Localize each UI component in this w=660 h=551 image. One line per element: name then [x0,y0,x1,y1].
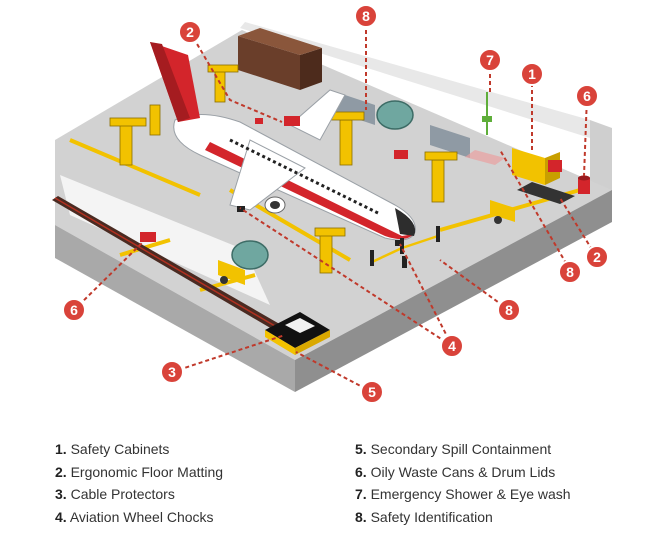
legend-item: 6. Oily Waste Cans & Drum Lids [355,461,571,484]
marker-8-top: 8 [354,4,378,28]
marker-7: 7 [478,48,502,72]
aircraft [150,42,416,241]
svg-text:8: 8 [566,264,574,280]
legend-number: 2. [55,463,67,480]
floor-side-right [295,190,612,392]
legend-item: 5. Secondary Spill Containment [355,438,571,461]
legend-number: 4. [55,508,67,525]
ground-vehicles [218,200,515,285]
legend-item: 1. Safety Cabinets [55,438,223,461]
svg-text:5: 5 [368,384,376,400]
legend-item: 4. Aviation Wheel Chocks [55,506,223,529]
red-equipment [140,116,408,242]
back-wall-left [240,22,590,138]
legend-label: Safety Identification [370,508,493,525]
legend-item: 8. Safety Identification [355,506,571,529]
marker-1: 1 [520,62,544,86]
maintenance-lift-arms [109,64,458,274]
wheel-chocks [237,206,403,246]
svg-text:2: 2 [593,249,601,265]
svg-text:4: 4 [448,338,456,354]
svg-text:7: 7 [486,52,494,68]
legend-number: 5. [355,441,367,457]
marker-5: 5 [360,380,384,404]
legend-label: Aviation Wheel Chocks [69,508,214,525]
svg-text:3: 3 [168,364,176,380]
legend-label: Secondary Spill Containment [370,441,552,457]
marker-8-right: 8 [558,260,582,284]
legend-number: 3. [55,486,67,502]
leader-lines [73,16,597,393]
hangar-illustration: 1 2 2 3 4 5 6 6 7 8 8 8 [52,4,612,404]
legend-label: Ergonomic Floor Matting [70,463,224,480]
svg-text:6: 6 [583,88,591,104]
marker-6-right: 6 [575,84,599,108]
floor-matting [517,182,575,204]
legend-number: 6. [355,463,367,480]
legend-number: 8. [355,508,367,525]
marker-2-lower: 2 [585,245,609,269]
legend-number: 7. [355,486,367,502]
legend-item: 2. Ergonomic Floor Matting [55,461,223,484]
legend-column-right: 5. Secondary Spill Containment 6. Oily W… [355,438,571,528]
safety-cabinets [512,148,562,185]
svg-text:1: 1 [528,66,536,82]
svg-text:2: 2 [186,24,194,40]
svg-text:8: 8 [505,302,513,318]
svg-text:8: 8 [362,8,370,24]
oily-waste-can [578,175,590,194]
marker-2-upper: 2 [178,20,202,44]
emergency-shower [465,92,505,165]
marker-4: 4 [440,334,464,358]
safety-barrier [370,226,440,268]
spill-containment-pallet [265,312,330,355]
marker-3: 3 [160,360,184,384]
marker-6-left: 6 [62,298,86,322]
legend-label: Emergency Shower & Eye wash [370,486,571,502]
legend-column-left: 1. Safety Cabinets 2. Ergonomic Floor Ma… [55,438,223,528]
svg-text:6: 6 [70,302,78,318]
marker-8-bottom: 8 [497,298,521,322]
legend-number: 1. [55,441,67,457]
floor-side-front [55,225,295,392]
legend-label: Oily Waste Cans & Drum Lids [370,463,556,480]
legend-item: 7. Emergency Shower & Eye wash [355,483,571,506]
storage-crates [238,28,322,90]
cable-protector-edge [54,197,288,334]
legend-item: 3. Cable Protectors [55,483,223,506]
legend-label: Cable Protectors [70,486,175,502]
engine-stands [231,100,414,270]
legend-label: Safety Cabinets [70,441,170,457]
